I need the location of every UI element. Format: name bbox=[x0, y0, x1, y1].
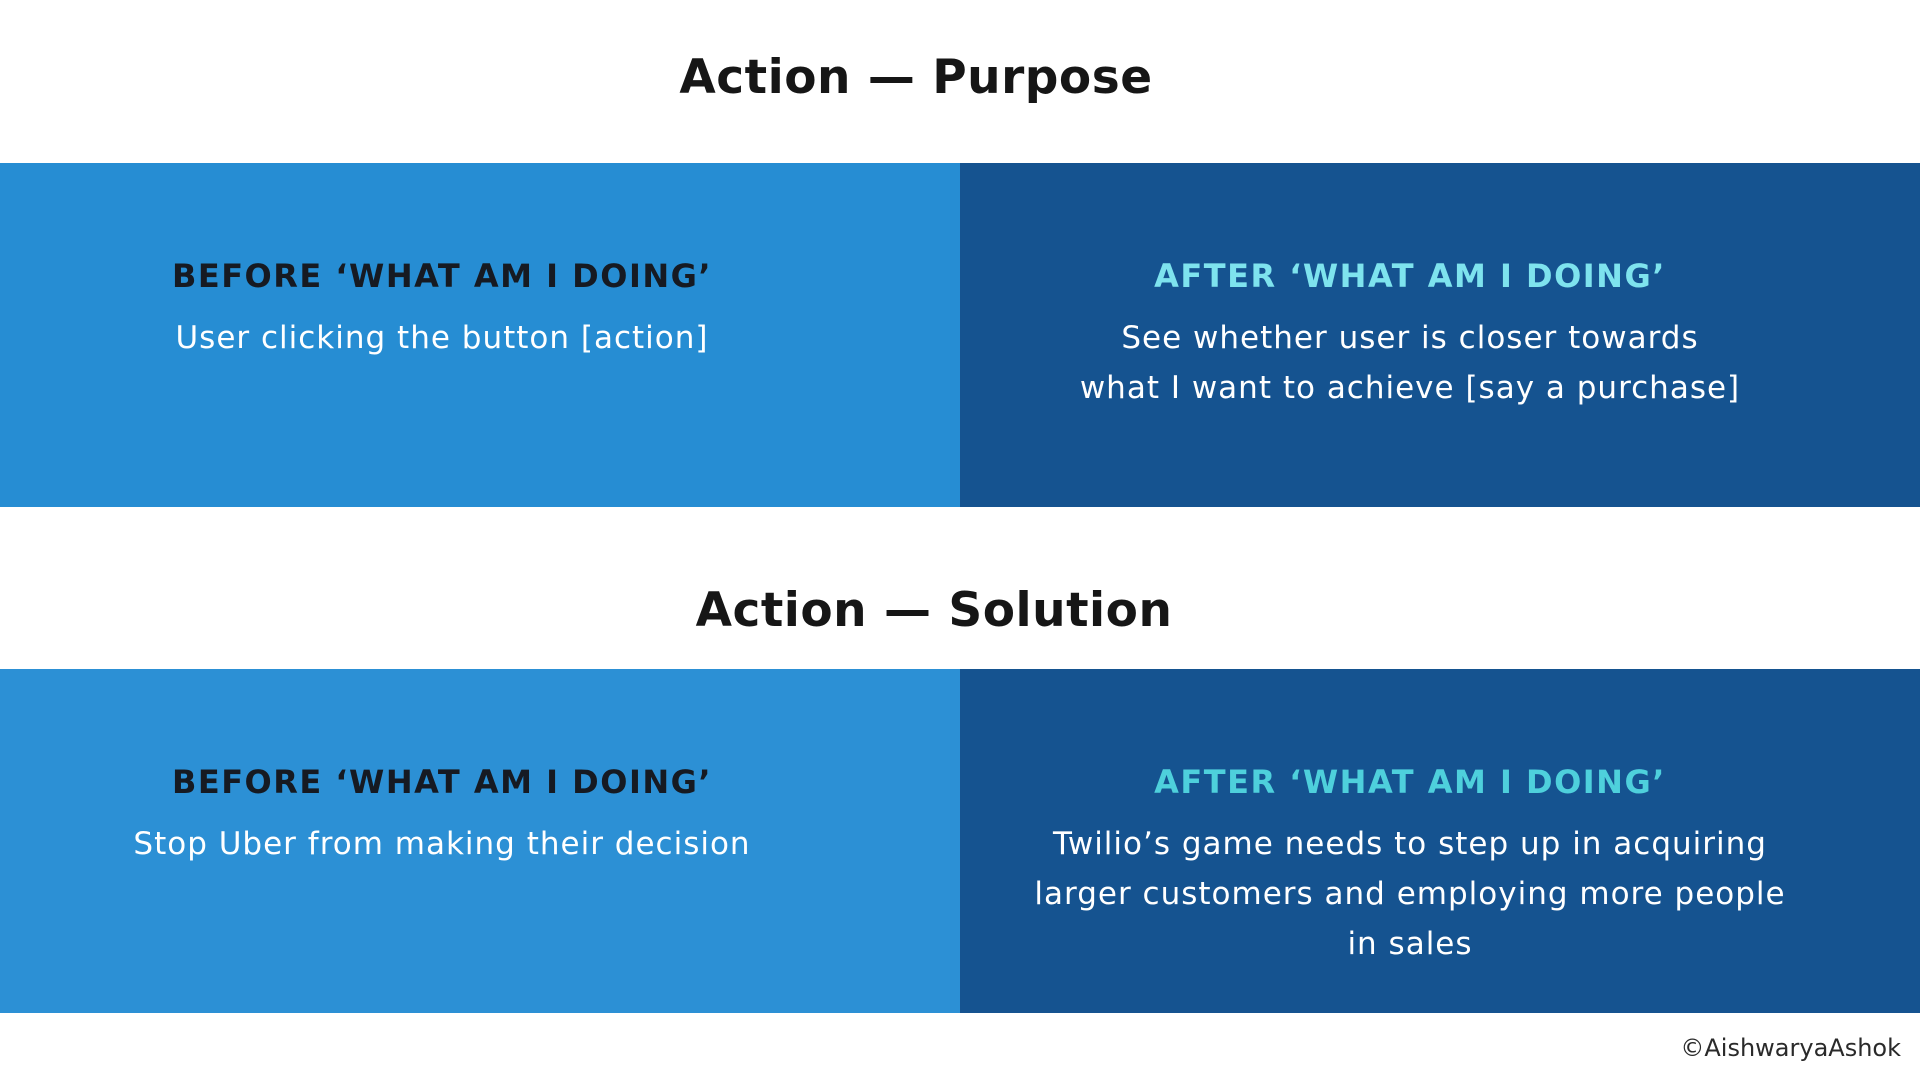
before-heading: BEFORE ‘WHAT AM I DOING’ bbox=[171, 257, 713, 295]
body-line: in sales bbox=[1347, 926, 1473, 962]
comparison-band-solution: BEFORE ‘WHAT AM I DOING’ Stop Uber from … bbox=[0, 669, 1920, 1013]
before-body: User clicking the button [action] bbox=[0, 313, 922, 363]
after-body: See whether user is closer towards what … bbox=[930, 313, 1890, 413]
section-title-action-purpose: Action — Purpose bbox=[679, 50, 1153, 105]
copyright-text: ©AishwaryaAshok bbox=[1680, 1034, 1901, 1062]
before-body: Stop Uber from making their decision bbox=[0, 819, 922, 869]
body-line: See whether user is closer towards bbox=[1121, 320, 1699, 356]
after-heading: AFTER ‘WHAT AM I DOING’ bbox=[1154, 257, 1666, 295]
body-line: what I want to achieve [say a purchase] bbox=[1079, 370, 1741, 406]
comparison-band-purpose: BEFORE ‘WHAT AM I DOING’ User clicking t… bbox=[0, 163, 1920, 507]
after-panel: AFTER ‘WHAT AM I DOING’ Twilio’s game ne… bbox=[960, 669, 1920, 1013]
section-title-action-solution: Action — Solution bbox=[695, 583, 1173, 638]
body-line: Stop Uber from making their decision bbox=[133, 826, 751, 862]
before-heading: BEFORE ‘WHAT AM I DOING’ bbox=[171, 763, 713, 801]
after-heading: AFTER ‘WHAT AM I DOING’ bbox=[1154, 763, 1666, 801]
body-line: User clicking the button [action] bbox=[175, 320, 709, 356]
body-line: larger customers and employing more peop… bbox=[1034, 876, 1786, 912]
before-panel: BEFORE ‘WHAT AM I DOING’ Stop Uber from … bbox=[0, 669, 960, 1013]
after-body: Twilio’s game needs to step up in acquir… bbox=[930, 819, 1890, 969]
before-panel: BEFORE ‘WHAT AM I DOING’ User clicking t… bbox=[0, 163, 960, 507]
body-line: Twilio’s game needs to step up in acquir… bbox=[1053, 826, 1767, 862]
after-panel: AFTER ‘WHAT AM I DOING’ See whether user… bbox=[960, 163, 1920, 507]
